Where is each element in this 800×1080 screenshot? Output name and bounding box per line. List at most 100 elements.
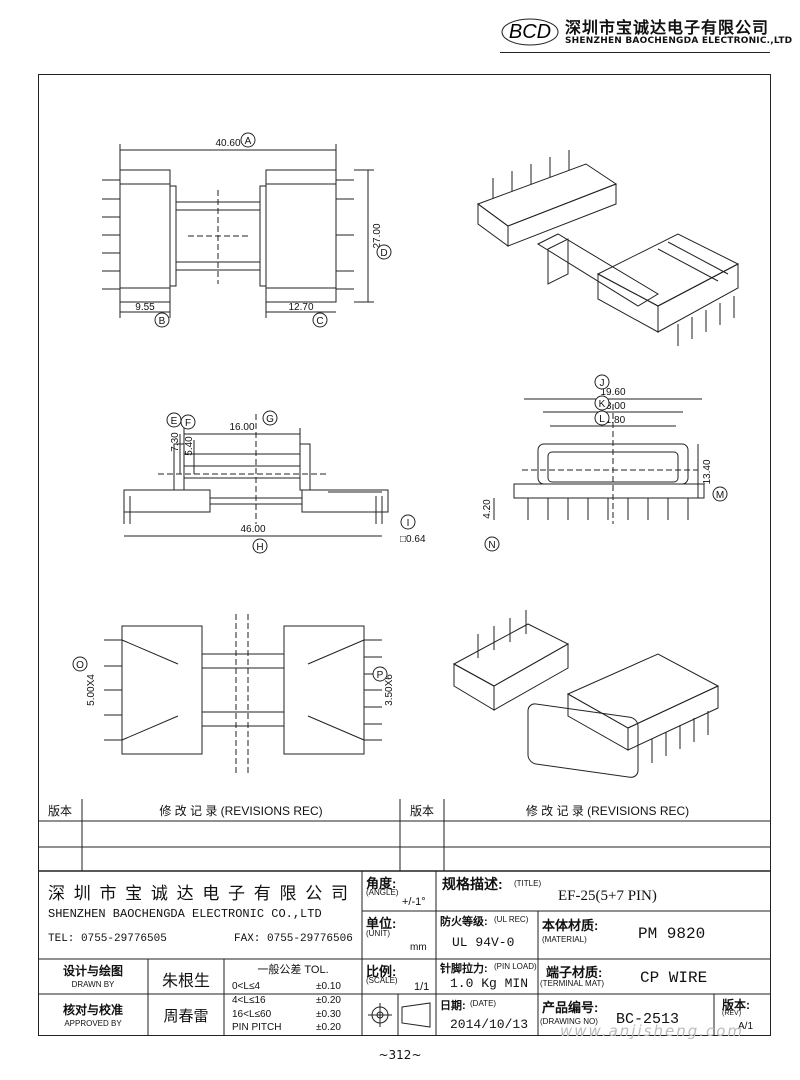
company-name-en: SHENZHEN BAOCHENGDA ELECTRONIC.,LTD [565,36,793,46]
technical-drawing: 40.60 9.55 12.70 27.00 7.30 5.40 16.00 4… [72,132,740,778]
svg-text:O: O [76,660,84,671]
rev-header-right: 版本 [409,804,434,818]
date-en: (DATE) [470,999,497,1008]
rev-en: (REV) [722,1010,742,1017]
page-number: ~312~ [378,1048,422,1062]
isometric-view-bottom [452,610,720,778]
dim-f: 5.40 [184,436,195,456]
title-value: EF-25(5+7 PIN) [558,888,657,904]
svg-text:P: P [377,670,384,681]
approved-name: 周春雷 [163,1008,209,1025]
tb-tel: TEL: 0755-29776505 [48,933,167,945]
bottom-view [104,614,382,774]
isometric-view-top [476,150,740,346]
side-view [493,398,705,524]
dim-i: □0.64 [400,534,426,545]
dim-o: 5.00X4 [86,674,97,706]
tb-company-en: SHENZHEN BAOCHENGDA ELECTRONIC CO.,LTD [48,907,322,921]
ul-en: (UL REC) [494,915,529,924]
marker-g: G [262,410,278,426]
dim-k: 13.00 [600,401,625,412]
scale-value: 1/1 [414,981,430,993]
title-block-grid [38,799,771,1036]
terminal-label: 端子材质: [546,965,603,980]
marker-o: O [72,656,88,672]
svg-text:A: A [245,136,252,147]
pin-load-value: 1.0 Kg MIN [450,976,529,991]
projection-symbol [368,1002,431,1028]
unit-label: 单位: [366,916,397,931]
terminal-value: CP WIRE [640,969,708,987]
angle-label: 角度: [366,876,397,891]
marker-d: D [376,244,392,260]
drawn-en: DRAWN BY [71,980,115,989]
tol-range: 4<L≤16 [232,995,266,1006]
svg-text:I: I [407,518,410,529]
dim-a: 40.60 [215,138,240,149]
marker-f: F [180,414,196,430]
marker-h: H [252,538,268,554]
drawing-no-label: 产品编号: [542,1000,599,1015]
company-name-cn: 深圳市宝诚达电子有限公司 [565,18,770,37]
rev-rec-header-left: 修 改 记 录 (REVISIONS REC) [159,804,323,818]
marker-m: M [712,486,728,502]
material-en: (MATERIAL) [542,935,587,944]
rev-value: A/1 [738,1021,754,1032]
top-view [102,144,374,318]
dim-d: 27.00 [372,223,383,248]
date-value: 2014/10/13 [450,1017,529,1032]
dim-b: 9.55 [135,302,155,313]
svg-text:D: D [380,248,387,259]
tol-range: PIN PITCH [232,1022,282,1033]
angle-value: +/-1° [402,896,426,908]
material-label: 本体材质: [542,918,599,933]
scale-en: (SCALE) [366,976,398,985]
company-logo: BCD [501,18,559,46]
svg-text:J: J [600,378,605,389]
svg-text:K: K [599,399,606,410]
svg-text:H: H [256,542,263,553]
dim-p: 3.50X6 [384,674,395,706]
marker-b: B [154,312,170,328]
tol-range: 16<L≤60 [232,1009,272,1020]
marker-p: P [372,666,388,682]
unit-en: (UNIT) [366,929,390,938]
marker-k: K [594,395,610,411]
dim-l: 11.80 [601,415,626,426]
marker-a: A [240,132,256,148]
material-value: PM 9820 [638,925,706,943]
tol-range: 0<L≤4 [232,981,261,992]
rev-rec-header-right: 修 改 记 录 (REVISIONS REC) [525,804,690,818]
logo-text: BCD [509,21,551,43]
svg-text:E: E [171,416,178,427]
dim-h: 46.00 [240,524,265,535]
watermark: www.anjisheng.com [560,1022,745,1040]
marker-c: C [312,312,328,328]
dim-m: 13.40 [702,459,713,484]
drawing-no-value: BC-2513 [616,1011,680,1028]
svg-text:L: L [599,414,605,425]
angle-en: (ANGLE) [366,888,399,897]
svg-text:C: C [316,316,323,327]
pin-load-en: (PIN LOAD) [494,962,537,971]
dim-j: 19.60 [600,387,625,398]
dim-n: 4.20 [482,499,493,519]
tb-company-cn: 深 圳 市 宝 诚 达 电 子 有 限 公 司 [48,884,350,903]
svg-text:N: N [488,540,495,551]
drawn-label: 设计与绘图 [62,964,123,978]
drawing-no-en: (DRAWING NO) [540,1017,598,1026]
header-rule [500,52,770,53]
title-block: 版本 修 改 记 录 (REVISIONS REC) 版本 修 改 记 录 (R… [38,799,771,1036]
ul-label: 防火等级: [440,916,488,928]
date-label: 日期: [440,1000,466,1012]
front-view [123,414,389,537]
svg-text:F: F [185,418,191,429]
tol-title: 一般公差 TOL. [257,964,329,976]
marker-e: E [166,412,182,428]
scale-label: 比例: [366,964,397,979]
marker-j: J [594,374,610,390]
terminal-en: (TERMINAL MAT) [540,979,604,988]
marker-l: L [594,410,610,426]
marker-n: N [484,536,500,552]
drawn-name: 朱根生 [161,973,210,990]
